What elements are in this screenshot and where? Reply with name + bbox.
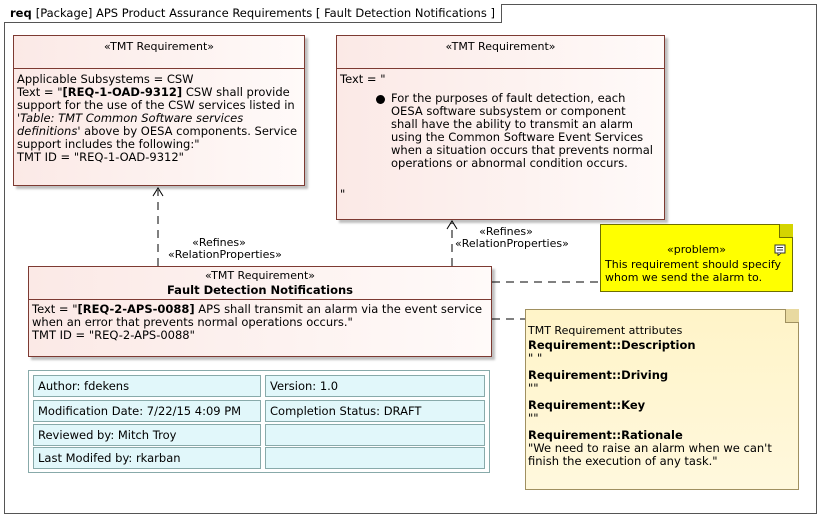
requirement-id-bold: [REQ-2-APS-0088] (77, 302, 195, 316)
diagram-kind: req (10, 6, 32, 20)
relation-1-properties: «RelationProperties» (168, 248, 282, 261)
note-fold-corner (785, 309, 799, 323)
diagram-title: [Package] APS Product Assurance Requirem… (35, 6, 495, 20)
attribute-key: Requirement::Key (528, 398, 646, 412)
attribute-value: "We need to raise an alarm when we can't… (528, 441, 772, 468)
relation-label-1: «Refines» «RelationProperties» (168, 236, 282, 261)
relation-2-refines: «Refines» (479, 225, 533, 238)
bullet-icon (376, 95, 385, 104)
requirement-block-fault-detection-general[interactable]: «TMT Requirement» Text = " For the purpo… (336, 35, 665, 220)
attribute-entry: Requirement::Description " " (528, 339, 796, 365)
attributes-note[interactable]: TMT Requirement attributes Requirement::… (525, 309, 799, 490)
attribute-entry: Requirement::Key "" (528, 399, 796, 425)
bullet-text: For the purposes of fault detection, eac… (391, 91, 653, 170)
requirement-body: Text = " For the purposes of fault detec… (337, 69, 664, 203)
table-cell-version: Version: 1.0 (265, 375, 485, 397)
diagram-frame-header: req[Package] APS Product Assurance Requi… (4, 4, 502, 23)
attribute-key: Requirement::Rationale (528, 428, 683, 442)
note-icon (774, 244, 786, 256)
attribute-value: " " (528, 351, 543, 365)
attribute-value: "" (528, 381, 539, 395)
table-cell-reviewed-by: Reviewed by: Mitch Troy (33, 424, 261, 446)
tmt-id: TMT ID = "REQ-2-APS-0088" (32, 328, 195, 342)
bullet-item: For the purposes of fault detection, eac… (372, 92, 661, 170)
tmt-id: TMT ID = "REQ-1-OAD-9312" (17, 150, 184, 164)
text-prefix: Text = " (17, 85, 63, 99)
applicable-subsystems: Applicable Subsystems = CSW (17, 72, 194, 86)
table-cell-empty (265, 447, 485, 469)
refine-arrowhead-1 (152, 187, 164, 197)
table-cell-completion-status: Completion Status: DRAFT (265, 400, 485, 422)
requirement-body: Applicable Subsystems = CSW Text = "[REQ… (14, 69, 304, 166)
text-main: APS shall transmit an alarm via the even… (32, 302, 483, 329)
table-cell-empty (265, 424, 485, 446)
relation-2-properties: «RelationProperties» (455, 237, 569, 250)
problem-stereotype: «problem» (667, 243, 726, 256)
attribute-key: Requirement::Driving (528, 368, 669, 382)
requirement-header: «TMT Requirement» Fault Detection Notifi… (29, 267, 491, 300)
requirement-body: Text = "[REQ-2-APS-0088] APS shall trans… (29, 300, 491, 344)
relation-label-2: «Refines» «RelationProperties» (455, 225, 569, 250)
attribute-value: "" (528, 411, 539, 425)
text-main: CSW shall provide support for the use of… (17, 85, 295, 125)
table-cell-author: Author: fdekens (33, 375, 261, 397)
attribute-entry: Requirement::Rationale "We need to raise… (528, 429, 796, 468)
problem-note[interactable]: «problem» This requirement should specif… (600, 224, 793, 292)
requirement-header: «TMT Requirement» (337, 36, 664, 69)
problem-text: This requirement should specify whom we … (605, 258, 782, 284)
attributes-title: TMT Requirement attributes (528, 324, 683, 337)
requirement-name: Fault Detection Notifications (167, 283, 353, 297)
text-tail: ' above by OESA components. Service supp… (17, 124, 298, 151)
requirement-header: «TMT Requirement» (14, 36, 304, 69)
attribute-entry: Requirement::Driving "" (528, 369, 796, 395)
table-cell-modification-date: Modification Date: 7/22/15 4:09 PM (33, 400, 261, 422)
info-table[interactable]: Author: fdekens Version: 1.0 Modificatio… (28, 370, 490, 473)
text-prefix: Text = " (32, 302, 78, 316)
relation-1-refines: «Refines» (192, 236, 246, 249)
requirement-stereotype: «TMT Requirement» (103, 40, 215, 53)
table-cell-last-modified-by: Last Modifed by: rkarban (33, 447, 261, 469)
requirement-stereotype: «TMT Requirement» (445, 40, 556, 53)
requirement-stereotype: «TMT Requirement» (204, 269, 316, 282)
requirement-block-oad-9312[interactable]: «TMT Requirement» Applicable Subsystems … (13, 35, 305, 186)
text-close: " (340, 187, 346, 201)
text-italic: Table: TMT Common Software services defi… (17, 111, 244, 138)
refine-arrowhead-2 (446, 220, 458, 230)
text-open: Text = " (340, 72, 386, 86)
requirement-block-aps-0088[interactable]: «TMT Requirement» Fault Detection Notifi… (28, 266, 492, 357)
requirement-text: Text = "[REQ-2-APS-0088] APS shall trans… (32, 303, 488, 329)
attribute-key: Requirement::Description (528, 338, 696, 352)
requirement-id-bold: [REQ-1-OAD-9312] (62, 85, 183, 99)
requirement-text: Text = "[REQ-1-OAD-9312] CSW shall provi… (17, 86, 301, 151)
note-fold-corner (779, 224, 793, 238)
